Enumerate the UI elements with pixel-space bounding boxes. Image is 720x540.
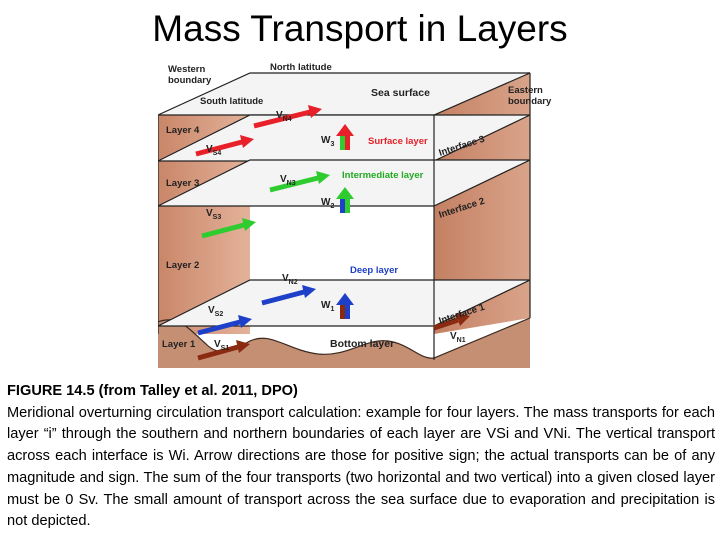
caption-heading: FIGURE 14.5 (from Talley et al. 2011, DP… [7, 383, 298, 399]
eastern-boundary-label-1: Eastern [508, 85, 543, 96]
vs3-label: VS3 [206, 208, 221, 221]
layer-2-label: Layer 2 [166, 260, 199, 271]
deep-layer-label: Deep layer [350, 265, 398, 276]
bottom-layer-label: Bottom layer [330, 338, 394, 350]
vn4-label: VN4 [276, 110, 292, 123]
vn3-label: VN3 [280, 174, 296, 187]
intermediate-layer-label: Intermediate layer [342, 170, 424, 181]
w2-label: W2 [321, 197, 334, 210]
layer-4-label: Layer 4 [166, 125, 200, 136]
layer-3-label: Layer 3 [166, 178, 199, 189]
south-latitude-label: South latitude [200, 96, 263, 107]
w2-arrow [336, 187, 354, 213]
sea-floor [158, 318, 530, 368]
caption-body: Meridional overturning circulation trans… [7, 404, 715, 530]
vs2-label: VS2 [208, 305, 223, 318]
w1-label: W1 [321, 300, 334, 313]
vs3-arrow [201, 218, 256, 239]
vs4-arrow [195, 135, 254, 157]
north-latitude-label: North latitude [270, 62, 332, 73]
w1-arrow [336, 293, 354, 319]
w3-label: W3 [321, 135, 334, 148]
vn2-label: VN2 [282, 273, 298, 286]
layer-1-label: Layer 1 [162, 339, 196, 350]
sea-floor-edge [157, 317, 531, 359]
vn3-arrow [269, 171, 330, 193]
vn2-arrow [261, 285, 316, 306]
w3-arrow [336, 124, 354, 150]
western-boundary-label-1: Western [168, 64, 206, 75]
western-boundary-label-2: boundary [168, 75, 212, 86]
layer-transport-diagram: Western boundary North latitude South la… [157, 58, 558, 373]
sea-surface-label: Sea surface [371, 87, 430, 99]
eastern-boundary-label-2: boundary [508, 96, 552, 107]
vs1-label: VS1 [214, 339, 229, 352]
vn1-label: VN1 [450, 331, 466, 344]
slide-title: Mass Transport in Layers [152, 8, 568, 49]
surface-layer-label: Surface layer [368, 136, 428, 147]
vn1-arrow [433, 313, 470, 331]
diagram-svg: Western boundary North latitude South la… [157, 62, 552, 368]
vs1-arrow [197, 340, 250, 361]
western-wall [158, 115, 250, 334]
vs2-arrow [197, 315, 252, 336]
figure-caption: FIGURE 14.5 (from Talley et al. 2011, DP… [7, 381, 715, 533]
vs4-label: VS4 [206, 144, 221, 157]
vn4-arrow [253, 105, 322, 129]
